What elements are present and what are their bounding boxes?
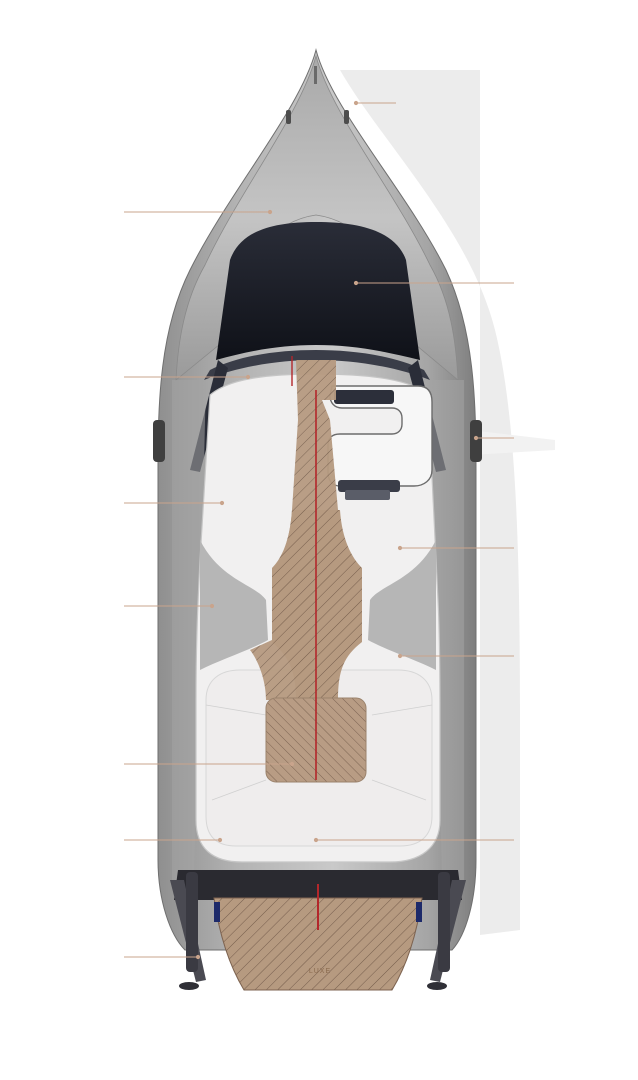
callout-dot-helm	[397, 545, 403, 551]
callout-lines	[124, 100, 514, 960]
helm-seat	[338, 480, 400, 492]
callout-dot-bow-tip	[353, 100, 359, 106]
callout-dot-table	[289, 761, 295, 767]
swim-platform	[213, 897, 423, 991]
stern-post-right	[438, 872, 450, 972]
lounge-seam-3	[211, 779, 267, 801]
callout-dot-gunwale	[217, 837, 223, 843]
bow-cleat-left	[286, 110, 291, 124]
side-fender-right	[470, 420, 482, 462]
boat-shadow-right	[470, 430, 555, 455]
stern-cleat-right	[427, 982, 447, 990]
callout-dot-cockpit	[219, 500, 225, 506]
lounge-seam-2	[371, 704, 433, 716]
side-fender-left	[153, 420, 165, 462]
stern-motor-right	[416, 902, 422, 922]
side-console-right	[368, 540, 436, 670]
callout-dot-windshield-frame	[245, 374, 251, 380]
windshield	[216, 222, 420, 360]
stern-motor-left	[214, 902, 220, 922]
callout-dot-stern	[195, 954, 201, 960]
stern-brand-mark: LUXE	[308, 968, 332, 975]
callout-dot-seat	[397, 653, 403, 659]
lounge-seam-1	[205, 704, 267, 716]
callout-dot-side-console	[209, 603, 215, 609]
stern-cleat-left	[179, 982, 199, 990]
stern-post-left	[186, 872, 198, 972]
bow-hatch-line	[314, 66, 317, 84]
callout-dot-fender	[473, 435, 479, 441]
windshield-frame	[204, 350, 430, 380]
side-console-left	[200, 540, 268, 670]
teak-corridor	[272, 510, 362, 700]
side-deck-left	[172, 380, 206, 880]
callout-dot-windshield	[353, 280, 359, 286]
side-deck-right	[430, 380, 464, 880]
callout-dot-bow-deck	[267, 209, 273, 215]
callout-dot-lounge	[313, 837, 319, 843]
lounge-seam-4	[371, 779, 427, 801]
bow-deck	[175, 54, 459, 381]
helm-dash	[334, 390, 394, 404]
helm-seat-base	[345, 490, 390, 500]
bow-cleat-right	[344, 110, 349, 124]
boat-shadow	[340, 70, 520, 935]
